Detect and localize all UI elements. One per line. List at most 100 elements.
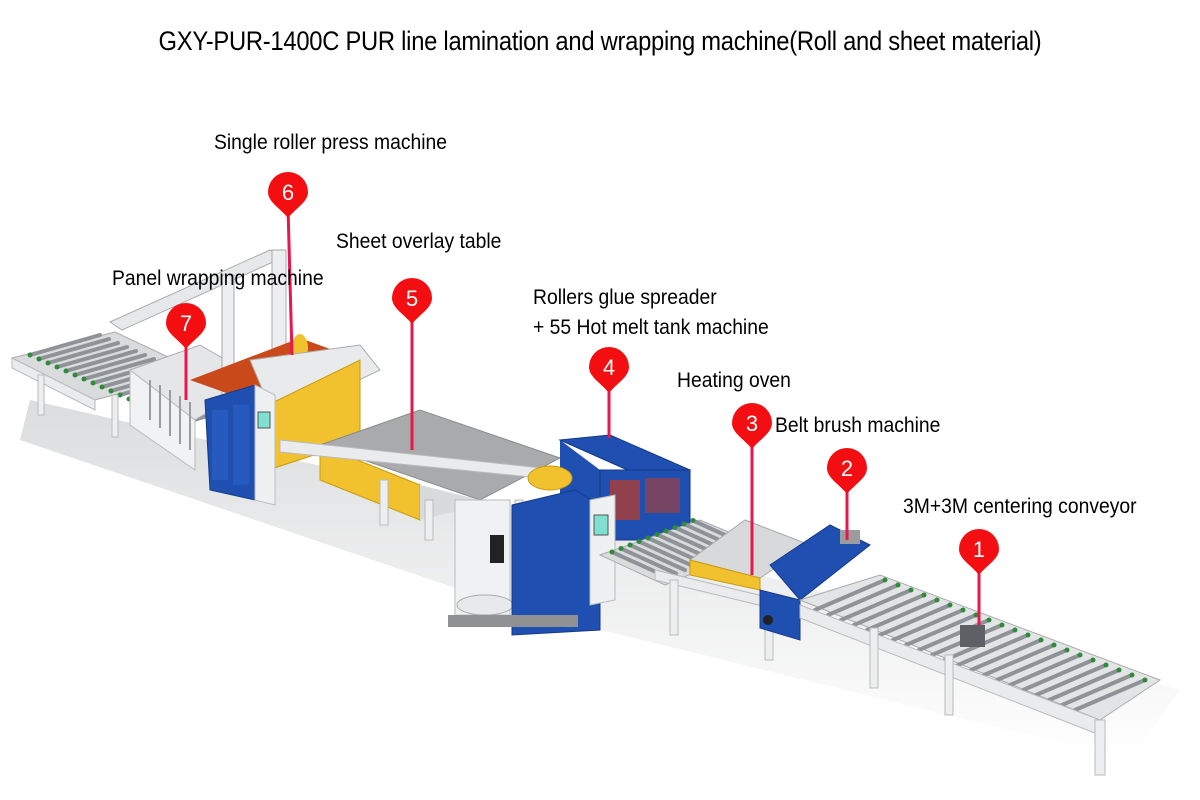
marker-pin-4: 4 <box>589 347 629 393</box>
roller-end-cap <box>645 535 651 541</box>
roller-end-cap <box>681 521 687 527</box>
marker-pin-6: 6 <box>268 172 308 218</box>
marker-number: 4 <box>603 355 615 380</box>
roller-end-cap <box>999 622 1005 628</box>
roller <box>878 603 952 637</box>
roller-end-cap <box>609 549 615 555</box>
roller <box>1047 668 1121 702</box>
roller <box>1008 653 1082 687</box>
marker-number: 3 <box>746 411 758 436</box>
label-station-5: Sheet overlay table <box>336 230 502 253</box>
roller <box>73 353 147 377</box>
roller-end-cap <box>895 582 901 588</box>
roller-end-cap <box>1012 627 1018 633</box>
marker-pin-7: 7 <box>166 303 206 349</box>
map-pin-icon <box>732 403 772 449</box>
roller <box>813 578 887 612</box>
map-pin-icon <box>268 172 308 218</box>
roller-end-cap <box>99 384 105 390</box>
centering-conveyor <box>798 574 1162 776</box>
label-station-1: 3M+3M centering conveyor <box>903 495 1137 518</box>
roller <box>628 543 687 572</box>
roller-end-cap <box>627 542 633 548</box>
leader-lines <box>184 206 981 625</box>
map-pin-icon <box>589 347 629 393</box>
marker-number: 2 <box>841 456 853 481</box>
roller <box>1021 658 1095 692</box>
roller <box>46 341 120 365</box>
roller <box>839 588 913 622</box>
roller-end-cap <box>72 372 78 378</box>
roller-end-cap <box>1038 637 1044 643</box>
roller-end-cap <box>1116 667 1122 673</box>
roller <box>904 613 978 647</box>
roller-end-cap <box>54 364 60 370</box>
roller-end-cap <box>117 392 123 398</box>
roller-end-cap <box>654 532 660 537</box>
label-station-7: Panel wrapping machine <box>112 267 324 290</box>
roller <box>637 539 696 569</box>
roller <box>619 546 678 576</box>
roller-end-cap <box>618 546 624 551</box>
roller <box>64 349 138 373</box>
roller-end-cap <box>636 539 642 544</box>
belt-brush-machine <box>759 524 871 641</box>
roller <box>37 337 111 361</box>
roller-end-cap <box>672 525 678 530</box>
marker-pin-1: 1 <box>959 529 999 575</box>
roller <box>995 648 1069 682</box>
roller-end-cap <box>973 612 979 618</box>
map-pin-icon <box>392 278 432 324</box>
roller <box>865 598 939 632</box>
marker-pin-5: 5 <box>392 278 432 324</box>
roller-end-cap <box>27 352 33 358</box>
roller <box>28 333 102 357</box>
label-station-4-line2: + 55 Hot melt tank machine <box>533 316 769 339</box>
roller-end-cap <box>1103 662 1109 668</box>
panel-wrapping-machine <box>108 249 287 471</box>
marker-number: 5 <box>406 286 418 311</box>
roller <box>1060 673 1134 707</box>
roller-end-cap <box>1142 677 1148 683</box>
roller-end-cap <box>960 607 966 613</box>
marker-pin-2: 2 <box>827 448 867 494</box>
label-station-4-line1: Rollers glue spreader <box>533 286 717 309</box>
marker-number: 6 <box>282 180 294 205</box>
roller <box>82 357 156 381</box>
roller-end-cap <box>986 617 992 623</box>
roller-end-cap <box>908 587 914 593</box>
roller-end-cap <box>1025 632 1031 638</box>
roller-end-cap <box>1051 642 1057 648</box>
roller-end-cap <box>1064 647 1070 653</box>
diagram-title: GXY-PUR-1400C PUR line lamination and wr… <box>158 26 1042 56</box>
roller-end-cap <box>45 360 51 366</box>
leader-line-6 <box>286 206 294 356</box>
roller <box>982 643 1056 677</box>
roller-end-cap <box>90 380 96 386</box>
roller-end-cap <box>690 518 696 523</box>
roller-end-cap <box>81 376 87 382</box>
roller <box>891 608 965 642</box>
roller <box>55 345 129 369</box>
rollers-glue-spreader <box>448 434 692 636</box>
roller-end-cap <box>934 597 940 603</box>
roller <box>852 593 926 627</box>
roller-end-cap <box>921 592 927 598</box>
map-pin-icon <box>827 448 867 494</box>
map-pin-icon <box>166 303 206 349</box>
sheet-overlay-table <box>279 409 562 546</box>
roller-end-cap <box>1090 657 1096 663</box>
roller-end-cap <box>108 388 114 394</box>
roller <box>956 633 1030 667</box>
roller-end-cap <box>1077 652 1083 658</box>
roller-end-cap <box>1129 672 1135 678</box>
label-station-6: Single roller press machine <box>214 131 448 154</box>
roller <box>1034 663 1108 697</box>
marker-pin-3: 3 <box>732 403 772 449</box>
label-station-2: Belt brush machine <box>775 414 941 437</box>
marker-number: 1 <box>973 537 985 562</box>
roller-end-cap <box>947 602 953 608</box>
roller-end-cap <box>882 577 888 583</box>
roller-end-cap <box>36 356 42 362</box>
